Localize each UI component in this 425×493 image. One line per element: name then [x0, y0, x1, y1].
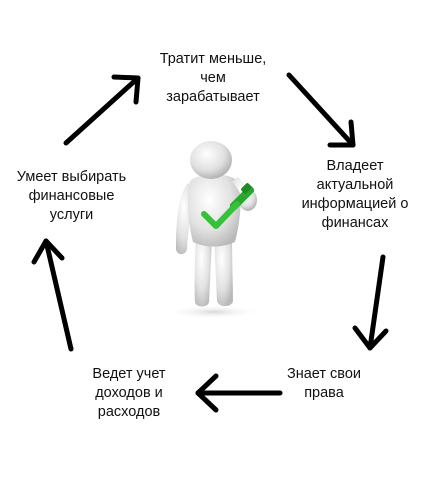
node-text-line: зарабатывает: [166, 89, 260, 105]
node-text-line: права: [304, 385, 344, 401]
arrow-right-to-bottomright: [352, 254, 389, 351]
node-text-line: чем: [200, 70, 226, 86]
node-chooses-financial-services: Умеет выбирать финансовые услуги: [0, 168, 143, 225]
node-tracks-income-expenses: Ведет учет доходов и расходов: [70, 365, 188, 422]
node-text-line: Тратит меньше,: [159, 51, 267, 67]
node-text-line: Владеет: [326, 158, 384, 174]
node-has-financial-info: Владеет актуальной информацией о финанса…: [283, 157, 425, 233]
arrow-bottomleft-to-left: [31, 238, 74, 352]
node-text-line: финансах: [321, 215, 389, 231]
node-text-line: услуги: [49, 207, 94, 223]
node-spends-less: Тратит меньше, чем зарабатывает: [140, 50, 286, 107]
node-text-line: расходов: [97, 404, 161, 420]
node-knows-rights: Знает свои права: [270, 365, 378, 403]
node-text-line: Знает свои: [286, 366, 362, 382]
arrow-bottomright-to-bottomleft: [195, 373, 283, 413]
node-text-line: Умеет выбирать: [16, 169, 127, 185]
arrow-top-to-right: [286, 72, 356, 148]
arrow-left-to-top: [63, 74, 141, 146]
node-text-line: доходов и: [95, 385, 163, 401]
checkmark-icon: [201, 201, 240, 229]
node-text-line: актуальной: [316, 177, 394, 193]
node-text-line: информацией о: [301, 196, 409, 212]
node-text-line: Ведет учет: [92, 366, 166, 382]
node-text-line: финансовые: [28, 188, 115, 204]
person-figure-illustration: [166, 141, 262, 319]
